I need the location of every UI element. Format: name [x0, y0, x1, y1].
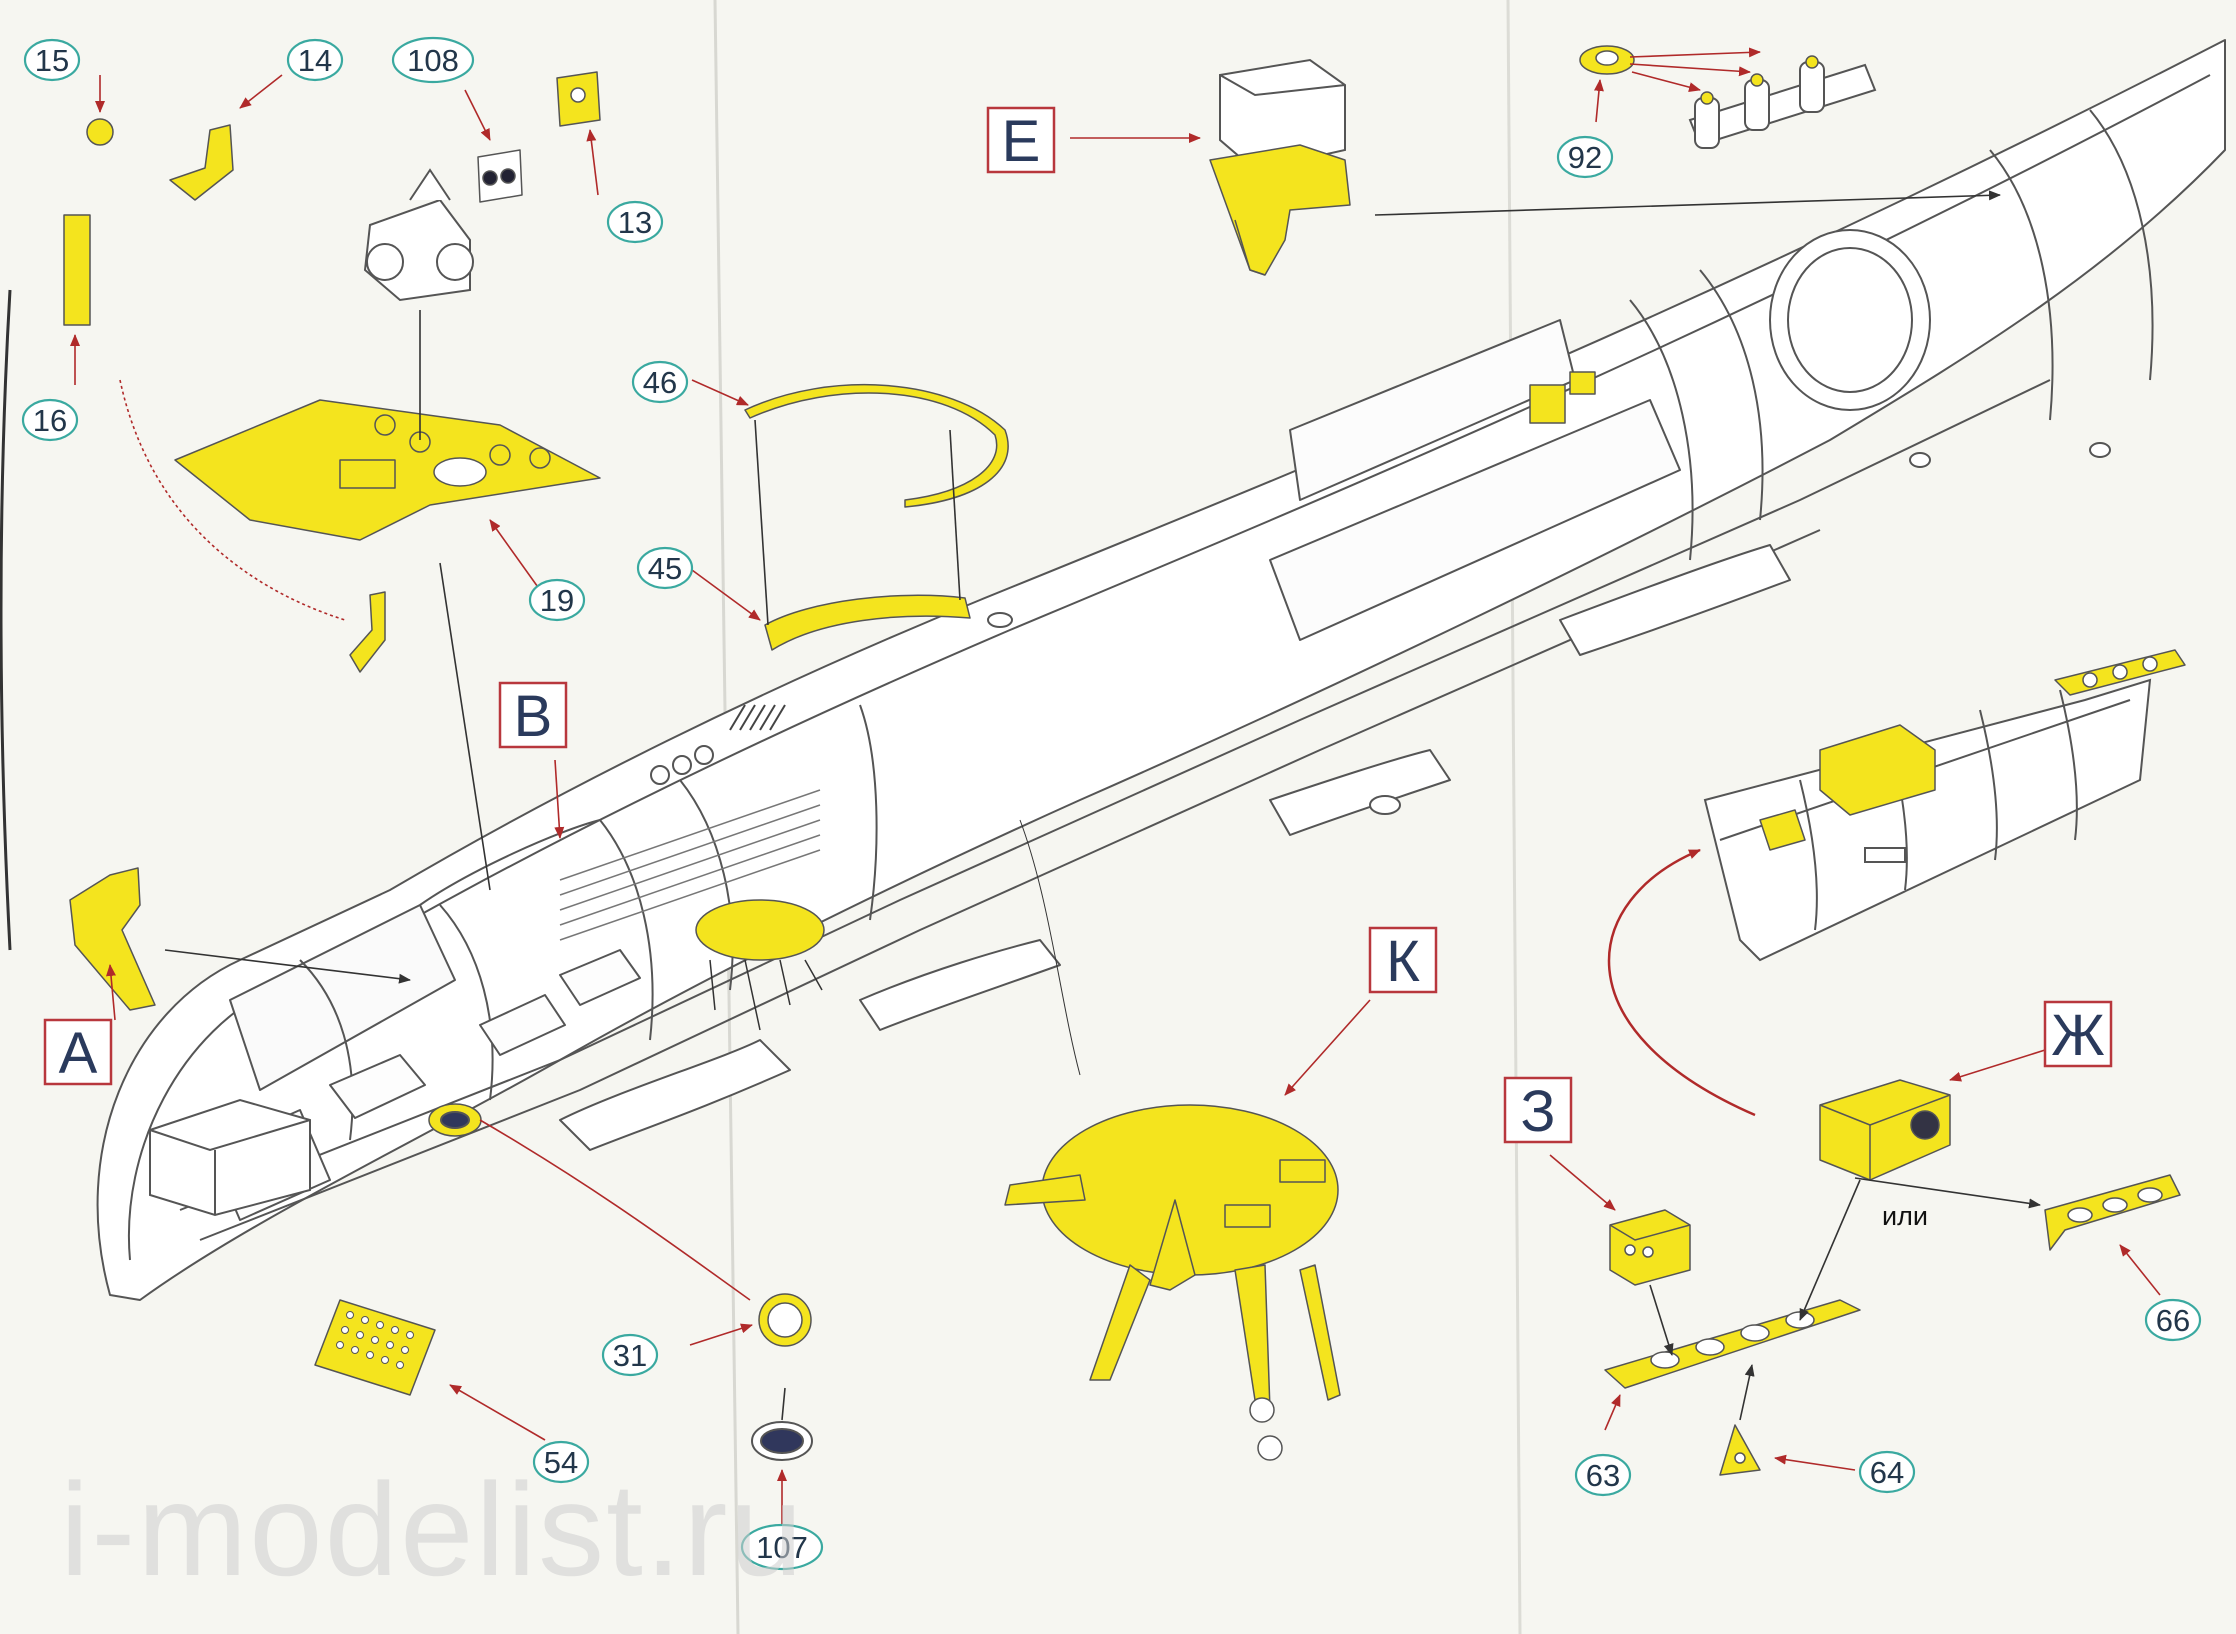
label-108: 108: [407, 43, 459, 78]
alternative-label: или: [1882, 1201, 1928, 1231]
label-19: 19: [540, 583, 574, 618]
label-63: 63: [1586, 1458, 1620, 1493]
label-64: 64: [1870, 1455, 1904, 1490]
step-letter-e: Е: [1002, 109, 1041, 174]
lens-parts: [440, 1111, 813, 1461]
etched-parts: [63, 45, 2186, 1476]
part-number-labels: 15 14 108 13 16 19 46 45 92 31 54 107 63…: [21, 36, 2202, 1571]
label-31: 31: [613, 1338, 647, 1373]
label-66: 66: [2156, 1303, 2190, 1338]
label-54: 54: [544, 1445, 578, 1480]
label-46: 46: [643, 365, 677, 400]
watermark: i-modelist.ru: [60, 1456, 805, 1603]
step-letter-v: В: [514, 684, 553, 749]
step-letter-a: А: [59, 1021, 98, 1086]
white-parts: [149, 58, 1877, 1217]
step-letter-z: З: [1520, 1079, 1555, 1144]
step-letter-k: К: [1386, 929, 1420, 994]
label-13: 13: [618, 205, 652, 240]
label-16: 16: [33, 403, 67, 438]
step-letter-zh: Ж: [2051, 1003, 2105, 1068]
label-92: 92: [1568, 140, 1602, 175]
label-107: 107: [756, 1530, 808, 1565]
label-45: 45: [648, 551, 682, 586]
label-15: 15: [35, 43, 69, 78]
step-letter-boxes: А В Е К З Ж: [43, 106, 2113, 1144]
label-14: 14: [298, 43, 332, 78]
leader-arrows: [70, 47, 2161, 1525]
